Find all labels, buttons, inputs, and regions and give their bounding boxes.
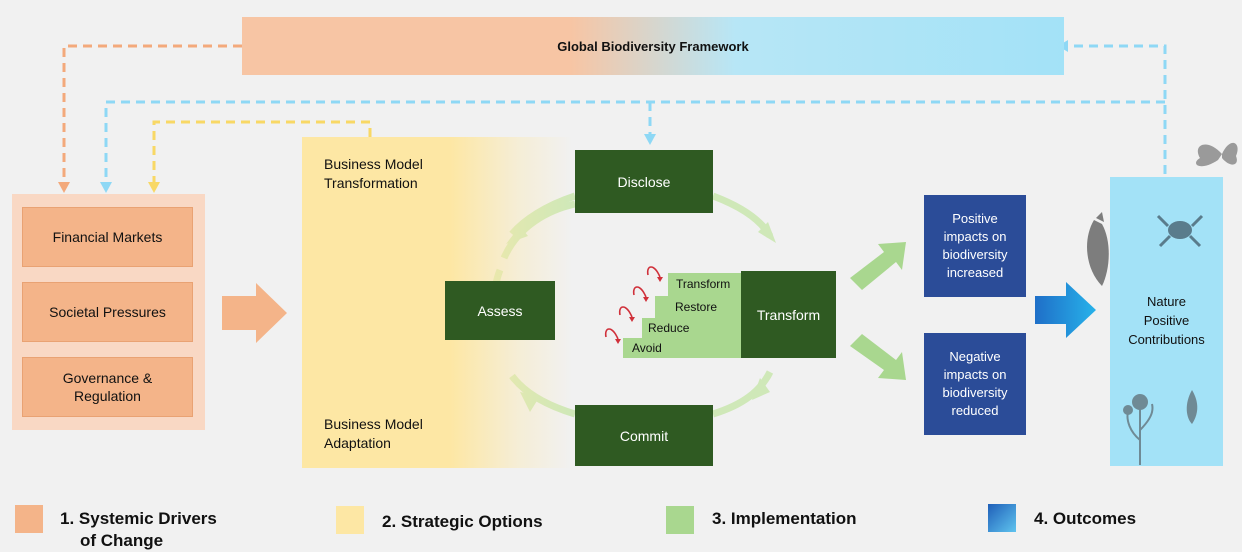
legend-line: 1. Systemic Drivers (60, 509, 217, 528)
commit-label: Commit (619, 427, 669, 444)
outcomes-to-nature-arrow (1035, 282, 1096, 338)
impl-to-positive-arrow (850, 242, 906, 290)
legend-swatch-outcomes (988, 504, 1016, 532)
legend-swatch-implementation (666, 506, 694, 534)
outcome-line: biodiversity (942, 247, 1008, 262)
legend-line: of Change (80, 531, 164, 550)
feedback-connector-orange (62, 44, 242, 190)
drivers-to-strategy-arrow (222, 283, 287, 343)
bird-icon (1087, 212, 1109, 286)
cycle-arrowhead (758, 222, 776, 243)
transform-box: Transform (741, 271, 836, 358)
positive-impacts-box: Positive impacts on biodiversity increas… (924, 195, 1026, 297)
disclose-label: Disclose (617, 173, 671, 190)
nature-line: Positive (1143, 313, 1190, 328)
assess-box: Assess (445, 281, 555, 340)
feedback-connector-blue-up (1070, 44, 1167, 174)
legend-swatch-strategy (336, 506, 364, 534)
outcome-line: biodiversity (942, 385, 1008, 400)
step-label: Reduce (648, 321, 690, 335)
impl-to-negative-arrow (850, 334, 906, 380)
outcome-line: reduced (951, 403, 999, 418)
flower-head (1123, 405, 1133, 415)
nature-line: Contributions (1128, 332, 1205, 347)
arrowhead (100, 182, 112, 193)
step-label: Avoid (632, 341, 662, 355)
outcome-line: impacts on (943, 229, 1007, 244)
feedback-connector-yellow (152, 120, 372, 190)
driver-label: Financial Markets (52, 229, 163, 245)
label-line: Adaptation (324, 435, 391, 451)
hierarchy-step-avoid: Avoid (623, 338, 741, 358)
label-line: Business Model (324, 156, 423, 172)
cycle-arrowhead (752, 378, 770, 400)
arrowhead (148, 182, 160, 193)
driver-label: Societal Pressures (49, 304, 166, 320)
legend-label-implementation: 3. Implementation (712, 509, 857, 528)
step-label: Transform (676, 277, 731, 291)
label-line: Business Model (324, 416, 423, 432)
nature-line: Nature (1146, 294, 1186, 309)
feedback-connector-blue (104, 100, 1165, 190)
arrowhead (644, 134, 656, 145)
legend-swatch-drivers (15, 505, 43, 533)
hierarchy-step-restore: Restore (655, 296, 741, 318)
label-line: Transformation (324, 175, 418, 191)
curved-step-arrows-icon (604, 266, 663, 344)
hierarchy-step-reduce: Reduce (642, 318, 741, 338)
frog-icon (1156, 214, 1204, 248)
legend-label-drivers: 1. Systemic Drivers of Change (60, 508, 217, 552)
leaf-icon (1186, 390, 1198, 424)
negative-impacts-box: Negative impacts on biodiversity reduced (924, 333, 1026, 435)
nature-silhouettes (1087, 142, 1238, 465)
outcome-line: Positive (952, 211, 998, 226)
outcome-line: increased (946, 265, 1004, 280)
arrowhead (58, 182, 70, 193)
driver-societal-pressures: Societal Pressures (22, 282, 193, 342)
outcome-line: impacts on (943, 367, 1007, 382)
legend-label-outcomes: 4. Outcomes (1034, 509, 1137, 528)
butterfly-icon (1196, 142, 1238, 167)
framework-title: Global Biodiversity Framework (557, 38, 749, 54)
driver-governance-regulation: Governance & Regulation (22, 357, 193, 417)
step-label: Restore (675, 300, 718, 314)
business-model-transformation-label: Business Model Transformation (324, 155, 423, 193)
driver-financial-markets: Financial Markets (22, 207, 193, 267)
nature-positive-label: Nature Positive Contributions (1110, 292, 1223, 349)
global-biodiversity-framework-banner: Global Biodiversity Framework (242, 17, 1064, 75)
disclose-box: Disclose (575, 150, 713, 213)
business-model-adaptation-label: Business Model Adaptation (324, 415, 423, 453)
driver-label: Governance & Regulation (62, 370, 153, 404)
transform-label: Transform (756, 306, 821, 323)
assess-label: Assess (477, 302, 523, 319)
legend-label-strategy: 2. Strategic Options (382, 512, 543, 531)
commit-box: Commit (575, 405, 713, 466)
outcome-line: Negative (949, 349, 1001, 364)
flower-head (1132, 394, 1148, 410)
hierarchy-step-transform: Transform (668, 273, 741, 296)
